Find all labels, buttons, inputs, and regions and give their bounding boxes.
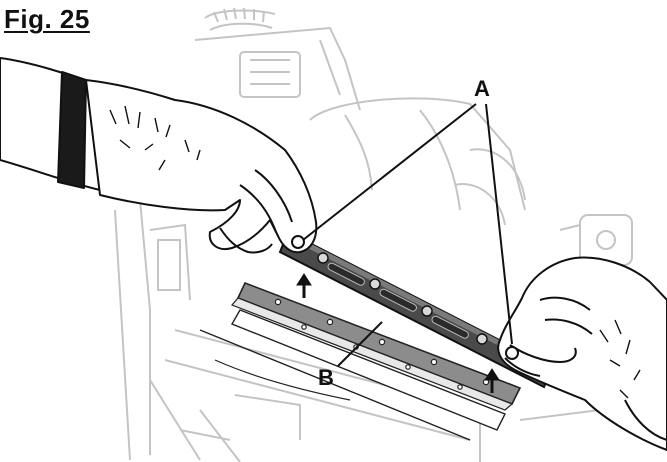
cutterhead-slot (199, 281, 522, 441)
figure-title: Fig. 25 (4, 4, 90, 34)
lift-arrow-right (484, 368, 500, 393)
callout-leaders (302, 103, 513, 367)
callout-label-b: B (318, 365, 334, 390)
callout-label-a: A (474, 76, 490, 101)
lift-arrow-left (296, 273, 312, 298)
right-gloved-hand (497, 256, 667, 451)
left-gloved-hand (0, 57, 318, 254)
planer-machine-outline (114, 7, 661, 462)
